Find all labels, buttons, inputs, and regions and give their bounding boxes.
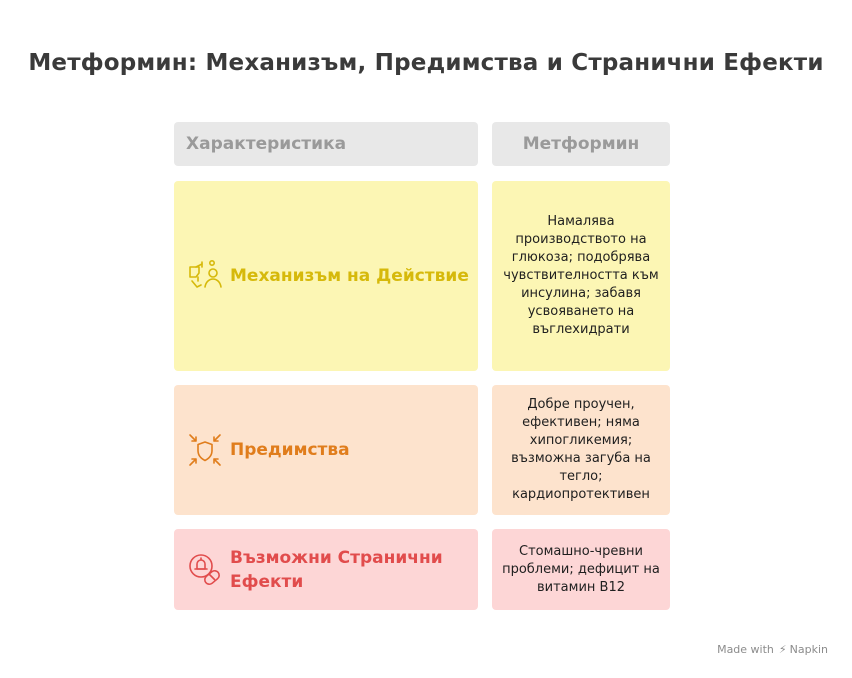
header-characteristic: Характеристика — [174, 122, 478, 166]
row-side-effects-label-cell: Възможни Странични Ефекти — [174, 529, 478, 610]
row-mechanism-label: Механизъм на Действие — [230, 266, 469, 286]
made-with-napkin-badge[interactable]: Made with ⚡ Napkin — [717, 643, 828, 656]
napkin-logo-icon: ⚡ — [778, 643, 787, 656]
alert-pill-icon — [186, 551, 224, 589]
made-with-text: Made with — [717, 643, 774, 656]
shield-arrows-icon — [186, 431, 224, 469]
lab-person-icon — [186, 257, 224, 295]
row-mechanism-description: Намалява производството на глюкоза; подо… — [492, 181, 670, 371]
napkin-brand-text: Napkin — [789, 643, 828, 656]
row-benefits-label-cell: Предимства — [174, 385, 478, 515]
row-benefits-label: Предимства — [230, 440, 350, 460]
page-title: Метформин: Механизъм, Предимства и Стран… — [28, 50, 824, 76]
row-benefits-description: Добре проучен, ефективен; няма хипоглике… — [492, 385, 670, 515]
row-side-effects-description: Стомашно-чревни проблеми; дефицит на вит… — [492, 529, 670, 610]
header-drug: Метформин — [492, 122, 670, 166]
row-mechanism-label-cell: Механизъм на Действие — [174, 181, 478, 371]
row-side-effects-label: Възможни Странични Ефекти — [230, 547, 443, 592]
